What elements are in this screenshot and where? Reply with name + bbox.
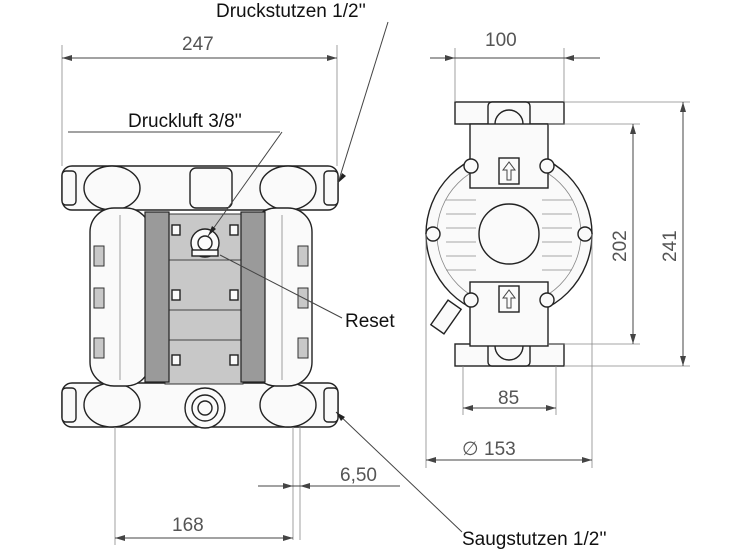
dim-width-side: 100 [485, 30, 517, 51]
label-saugstutzen: Saugstutzen 1/2'' [462, 529, 607, 550]
dim-diameter-symbol: ∅ [462, 439, 479, 460]
label-reset: Reset [345, 311, 395, 332]
label-druckstutzen: Druckstutzen 1/2'' [216, 1, 366, 22]
dim-width-base: 168 [172, 515, 204, 536]
front-view [61, 165, 339, 429]
air-fitting [429, 299, 463, 335]
right-clamp-plate [240, 211, 266, 383]
dim-width-total: 247 [182, 34, 214, 55]
dim-height-total: 241 [660, 230, 681, 262]
dim-diameter: 153 [484, 439, 516, 460]
dim-offset: 6,50 [340, 465, 377, 486]
leader-lines [207, 21, 463, 533]
dim-width-foot: 85 [498, 388, 519, 409]
flow-arrow-top [498, 157, 520, 185]
side-view [425, 101, 593, 367]
dimension-lines [61, 45, 690, 545]
label-druckluft: Druckluft 3/8'' [128, 111, 242, 132]
flow-arrow-bottom [498, 285, 520, 313]
left-clamp-plate [144, 211, 170, 383]
dim-height-inner: 202 [610, 230, 631, 262]
center-bore [478, 203, 540, 265]
